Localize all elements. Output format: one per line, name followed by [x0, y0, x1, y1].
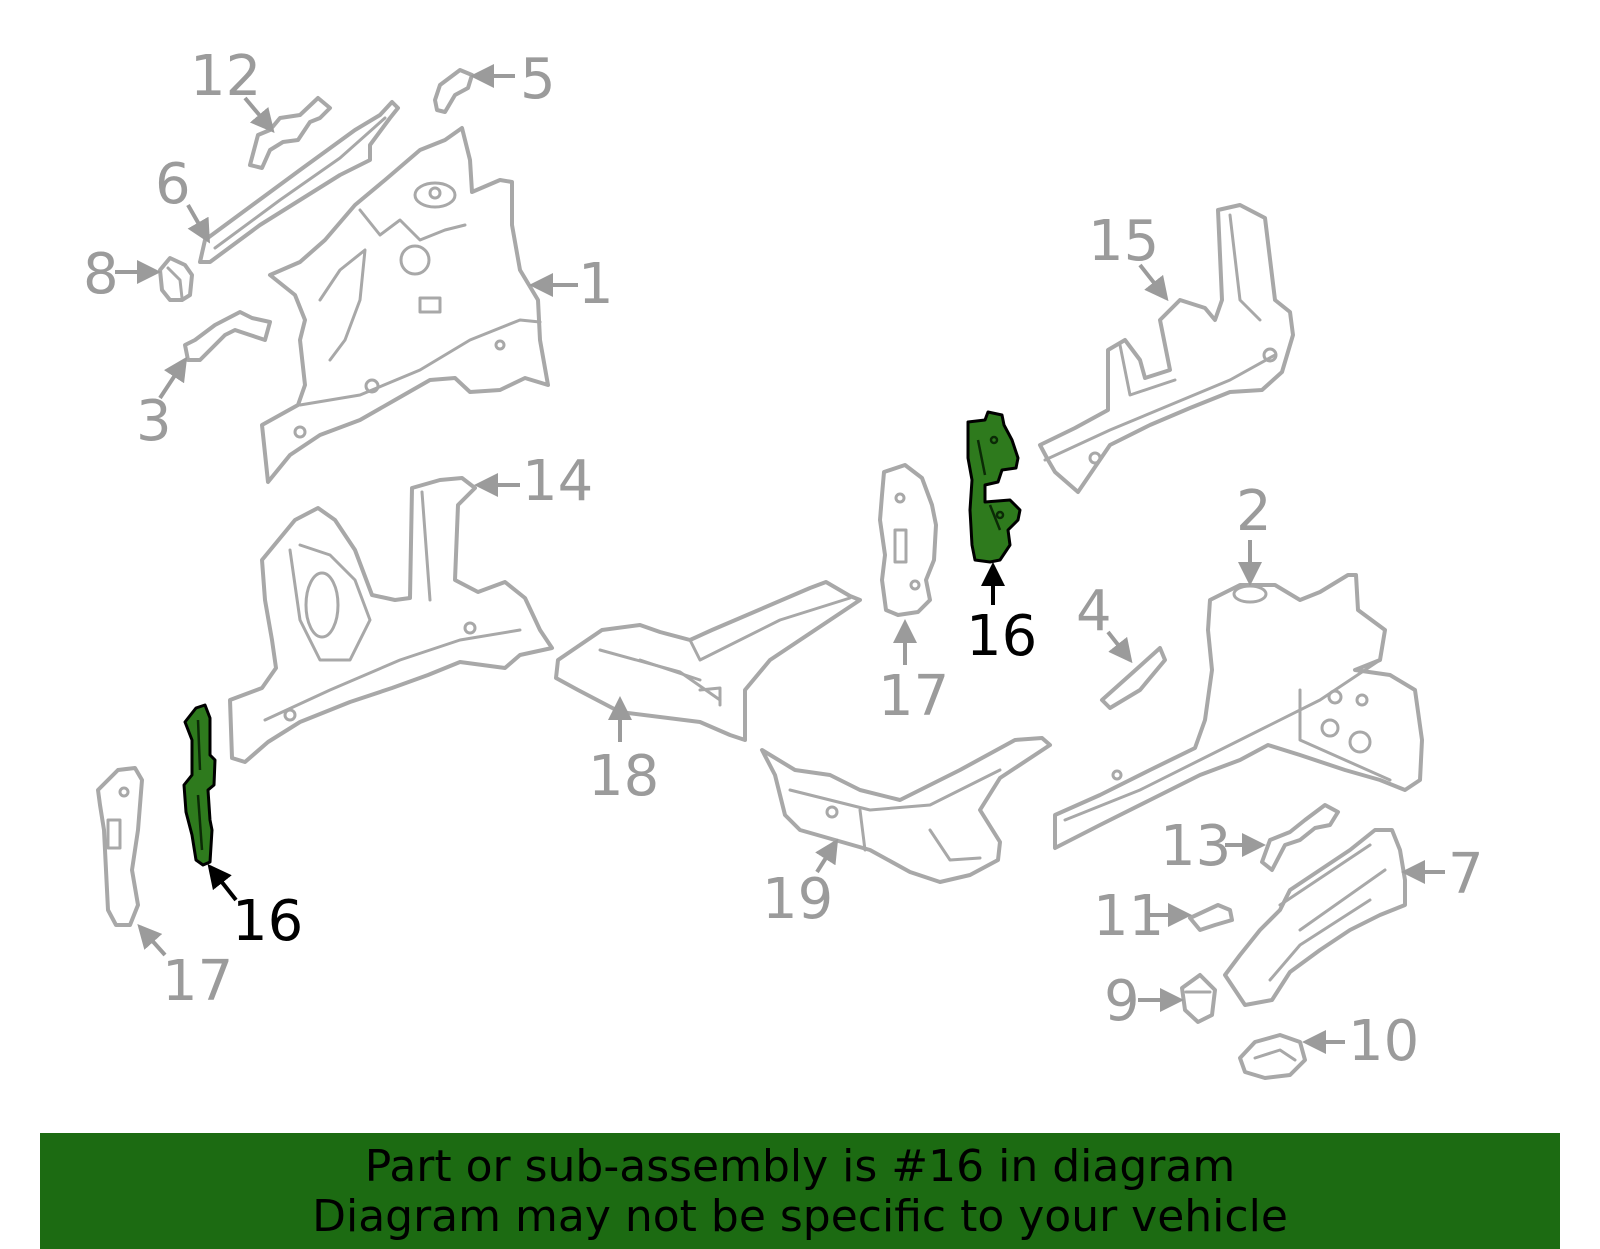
callout-label-16-left: 16: [232, 889, 303, 954]
part-7-drawing: [1223, 828, 1407, 1007]
part-16-left-highlighted: [182, 703, 217, 867]
info-banner: Part or sub-assembly is #16 in diagram D…: [40, 1133, 1560, 1249]
part-15-drawing: [1038, 203, 1295, 494]
part-17-center-drawing: [878, 463, 938, 617]
callout-label-6: 6: [155, 152, 191, 217]
callout-label-2: 2: [1236, 479, 1272, 544]
info-banner-background: [40, 1133, 1560, 1249]
part-4-drawing: [1100, 646, 1167, 710]
part-10-drawing: [1238, 1033, 1307, 1080]
part-2-drawing: [1053, 573, 1424, 850]
callout-arrow-16-left: [207, 863, 238, 902]
callout-label-14: 14: [522, 449, 593, 514]
callout-label-12: 12: [190, 44, 261, 109]
part-3-drawing: [183, 310, 272, 362]
info-banner-line-2: Diagram may not be specific to your vehi…: [312, 1191, 1288, 1242]
part-19-drawing: [760, 736, 1052, 884]
callout-label-10: 10: [1348, 1009, 1419, 1074]
part-18-drawing: [554, 580, 862, 742]
callout-label-16-right: 16: [966, 604, 1037, 669]
callout-label-17-left: 17: [162, 949, 233, 1014]
part-1-drawing: [260, 126, 550, 484]
callout-label-3: 3: [136, 389, 172, 454]
callout-arrow-12: [243, 96, 275, 134]
part-5-drawing: [433, 68, 474, 114]
callout-label-4: 4: [1076, 579, 1112, 644]
info-banner-line-1: Part or sub-assembly is #16 in diagram: [365, 1141, 1235, 1192]
callout-arrow-4: [1106, 630, 1133, 664]
callout-label-9: 9: [1104, 969, 1140, 1034]
callout-arrow-15: [1138, 263, 1169, 302]
callout-label-15: 15: [1088, 209, 1159, 274]
callout-label-1: 1: [578, 252, 614, 317]
callout-arrow-3: [158, 356, 188, 400]
callout-label-5: 5: [520, 47, 556, 112]
part-11-drawing: [1188, 903, 1234, 932]
callout-label-13: 13: [1160, 814, 1231, 879]
callout-arrow-6: [186, 204, 210, 244]
part-13-drawing: [1260, 803, 1340, 872]
callout-arrow-17-left: [137, 924, 167, 957]
callout-label-17-center: 17: [878, 664, 949, 729]
callout-label-11: 11: [1093, 884, 1164, 949]
callout-label-19: 19: [762, 867, 833, 932]
callout-label-18: 18: [588, 744, 659, 809]
part-16-right-highlighted: [966, 410, 1022, 564]
part-14-drawing: [228, 476, 554, 764]
callout-arrow-19: [815, 838, 839, 874]
part-17-left-drawing: [96, 766, 144, 927]
part-8-drawing: [158, 256, 194, 302]
callout-label-8: 8: [83, 242, 119, 307]
part-6-drawing: [198, 100, 400, 264]
part-9-drawing: [1180, 973, 1217, 1024]
callout-label-7: 7: [1448, 842, 1484, 907]
